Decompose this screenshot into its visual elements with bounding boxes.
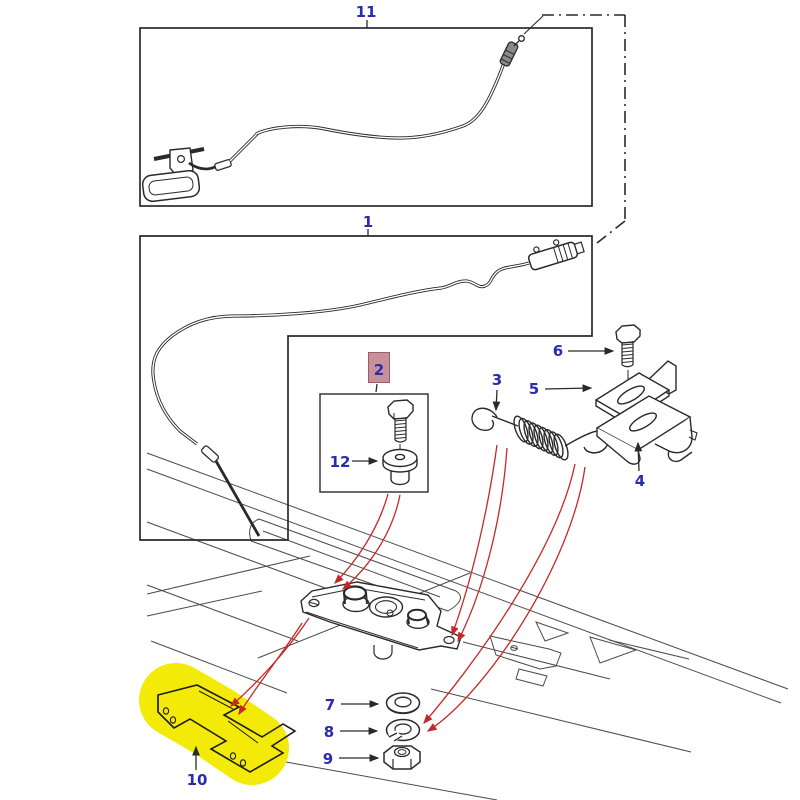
callout-1: 1	[363, 213, 373, 231]
part-1-release-cable	[151, 239, 585, 537]
callout-10: 10	[187, 771, 208, 789]
leader-5	[544, 384, 593, 393]
part-12-grommet	[382, 448, 418, 486]
callout-leader-lines	[192, 20, 643, 770]
panel-gussets	[489, 621, 638, 687]
callout-11: 11	[356, 3, 377, 21]
leader-3	[492, 389, 501, 412]
box-part-11	[139, 27, 593, 207]
dash-dot-reference-line	[542, 14, 626, 244]
part-10-highlight-blob	[139, 663, 289, 785]
callout-2-highlight	[368, 352, 390, 383]
part-8-lock-washer	[385, 718, 421, 742]
callout-8: 8	[324, 723, 334, 741]
frame-boxes	[139, 27, 593, 541]
body-panel-lines	[146, 452, 789, 800]
callout-3: 3	[492, 371, 502, 389]
part-10-striker-bracket	[157, 684, 297, 773]
callout-4: 4	[635, 472, 645, 490]
callout-12: 12	[330, 453, 351, 471]
box-part-2	[319, 393, 429, 493]
cable-end-ferrule	[499, 41, 519, 67]
leader-2	[375, 383, 378, 393]
part-9-hex-nut	[382, 745, 422, 770]
callout-2: 2	[374, 361, 384, 379]
part-7-plain-washer	[385, 692, 421, 715]
part-2-bolt	[387, 399, 414, 452]
cable-barrel-fitting	[527, 239, 585, 271]
box-part-1	[139, 235, 593, 541]
red-leader-lines	[230, 444, 586, 732]
part-11-release-handle-cable	[141, 15, 544, 203]
part-6-bolt	[615, 324, 641, 416]
spring-coils	[513, 415, 569, 461]
callout-7: 7	[325, 696, 335, 714]
callout-6: 6	[553, 342, 563, 360]
leader-4	[634, 441, 643, 472]
callout-9: 9	[323, 750, 333, 768]
callout-numbers: 11 1 2 12 3 6 5 4 7 8 9 10	[187, 3, 646, 789]
part-3-spring	[471, 407, 609, 461]
part-4-slotted-bracket	[595, 395, 698, 465]
part-5-slotted-plate	[594, 360, 677, 426]
latch-plate-assembly	[300, 581, 462, 660]
callout-5: 5	[529, 380, 539, 398]
handle-grip	[141, 169, 201, 203]
